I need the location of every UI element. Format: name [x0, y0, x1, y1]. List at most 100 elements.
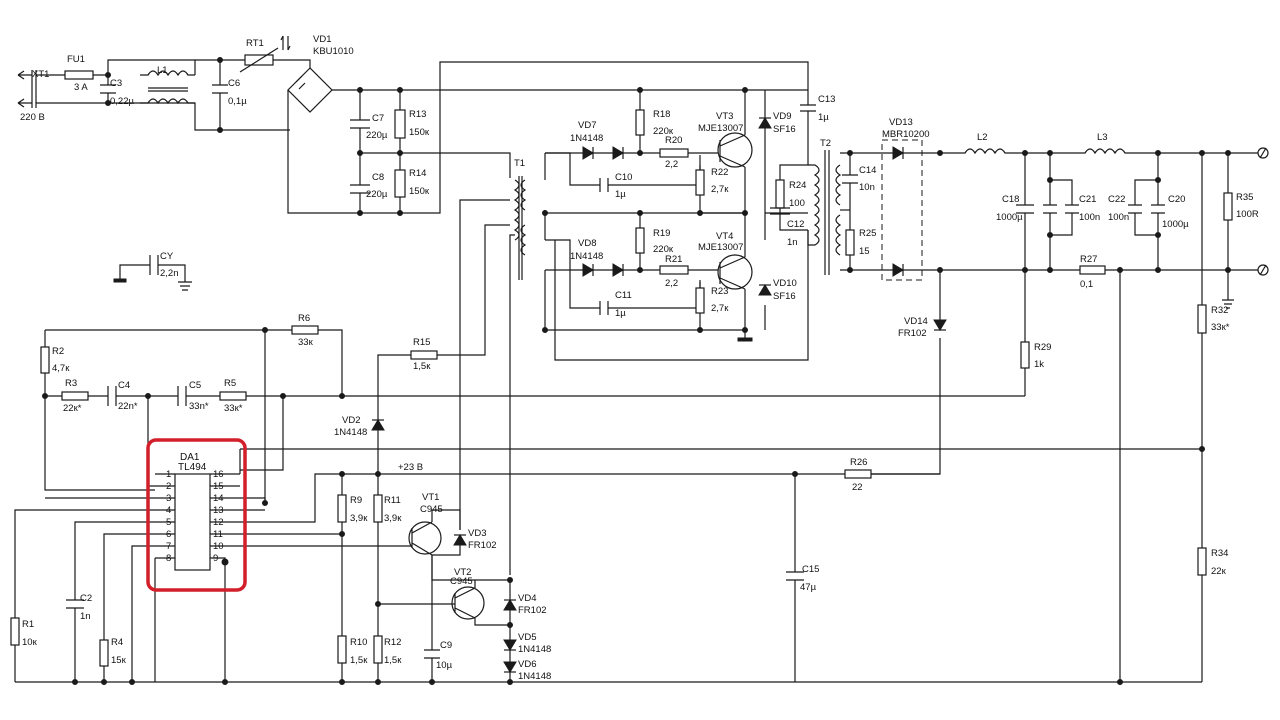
label-r27-value: 0,1	[1080, 279, 1093, 290]
label-vd6: VD6	[518, 659, 536, 670]
label-c8: C8	[372, 172, 384, 183]
tl494-controller	[10, 396, 940, 682]
label-vd5: VD5	[518, 632, 536, 643]
label-r32: R32	[1211, 305, 1228, 316]
label-l3: L3	[1097, 132, 1108, 143]
pin-6: 6	[166, 529, 171, 540]
label-r25: R25	[859, 228, 876, 239]
label-vd3-value: FR102	[468, 540, 497, 551]
mains-input	[17, 35, 809, 214]
label-vd14: VD14	[904, 316, 928, 327]
label-r29: R29	[1034, 342, 1051, 353]
label-c21-value: 100n	[1079, 212, 1100, 223]
label-r14-value: 150к	[409, 186, 430, 197]
pin-8: 8	[166, 553, 171, 564]
label-r13: R13	[409, 109, 426, 120]
label-r11-value: 3,9к	[384, 513, 402, 524]
label-r4-value: 15к	[111, 655, 127, 666]
label-c4-value: 22n*	[118, 401, 138, 412]
label-r22: R22	[711, 167, 728, 178]
label-c8-value: 220µ	[366, 189, 388, 200]
pin-3: 3	[166, 493, 171, 504]
label-c13-value: 1µ	[818, 112, 829, 123]
label-r12: R12	[384, 637, 401, 648]
output-stage	[770, 104, 1269, 682]
label-r12-value: 1,5к	[384, 655, 402, 666]
label-c14-value: 10n	[859, 182, 875, 193]
label-vd2: VD2	[342, 415, 360, 426]
label-vd6-value: 1N4148	[518, 671, 551, 682]
pin-5: 5	[166, 517, 171, 528]
label-cy: CY	[160, 251, 174, 262]
label-r24-value: 100	[789, 198, 805, 209]
label-vd3: VD3	[468, 528, 486, 539]
label-r4: R4	[111, 637, 123, 648]
bulk-capacitors	[350, 87, 440, 216]
label-r18-value: 220к	[653, 126, 674, 137]
label-c5-value: 33n*	[189, 401, 209, 412]
label-r1-value: 10к	[22, 637, 38, 648]
label-r35: R35	[1236, 192, 1253, 203]
label-r9-value: 3,9к	[350, 513, 368, 524]
label-r13-value: 150к	[409, 127, 430, 138]
cy-capacitor	[113, 255, 192, 291]
label-c5: C5	[189, 380, 201, 391]
label-c10: C10	[615, 172, 632, 183]
label-vd10-value: SF16	[773, 291, 796, 302]
pin-16: 16	[213, 469, 224, 480]
label-c11: C11	[615, 290, 632, 301]
component-labels: XT1 220 В FU1 3 A C3 0,22µ L1 RT1 VD1 KB…	[20, 34, 1259, 682]
label-c20: C20	[1168, 194, 1185, 205]
label-r21: R21	[665, 254, 682, 265]
label-r25-value: 15	[859, 246, 870, 257]
label-r18: R18	[653, 109, 670, 120]
pin-14: 14	[213, 493, 224, 504]
label-c6-value: 0,1µ	[228, 96, 247, 107]
label-r5-value: 33к*	[224, 403, 243, 414]
label-vd2-value: 1N4148	[334, 427, 367, 438]
label-vt1-value: C945	[420, 504, 443, 515]
label-r21-value: 2,2	[665, 278, 678, 289]
label-r2-value: 4,7к	[52, 363, 70, 374]
label-fu1-value: 3 A	[74, 82, 88, 93]
label-r3: R3	[65, 378, 77, 389]
label-r24: R24	[789, 180, 806, 191]
label-r14: R14	[409, 168, 426, 179]
label-vd9-value: SF16	[773, 124, 796, 135]
label-r15: R15	[413, 337, 430, 348]
label-c18-value: 1000µ	[996, 212, 1023, 223]
label-c18: C18	[1002, 194, 1019, 205]
label-vd1: VD1	[313, 34, 331, 45]
label-t1: T1	[514, 158, 525, 169]
label-c2: C2	[80, 593, 92, 604]
label-r6-value: 33к	[298, 337, 314, 348]
predriver-stage	[15, 446, 1205, 685]
label-xt1: XT1	[32, 69, 49, 80]
pin-15: 15	[213, 481, 224, 492]
label-r1: R1	[22, 619, 34, 630]
pin-10: 10	[213, 541, 224, 552]
label-rt1: RT1	[246, 38, 264, 49]
label-c4: C4	[118, 380, 130, 391]
label-c21: C21	[1079, 194, 1096, 205]
label-r3-value: 22к*	[63, 403, 82, 414]
label-fu1: FU1	[67, 54, 85, 65]
label-c14: C14	[859, 165, 876, 176]
label-r35-value: 100R	[1236, 209, 1259, 220]
half-bridge-driver	[440, 87, 809, 575]
label-plus23: +23 В	[398, 462, 423, 473]
pin-13: 13	[213, 505, 224, 516]
pin-12: 12	[213, 517, 224, 528]
label-c9: C9	[440, 640, 452, 651]
label-c7-value: 220µ	[366, 130, 388, 141]
label-c22: C22	[1108, 194, 1125, 205]
label-t2: T2	[820, 138, 831, 149]
label-vt2-value: C945	[450, 576, 473, 587]
label-r22-value: 2,7к	[711, 184, 729, 195]
label-c6: C6	[228, 78, 240, 89]
label-r2: R2	[52, 346, 64, 357]
label-vt2: VT2	[454, 567, 471, 578]
label-vt1: VT1	[422, 492, 439, 503]
label-c15: C15	[802, 564, 819, 575]
